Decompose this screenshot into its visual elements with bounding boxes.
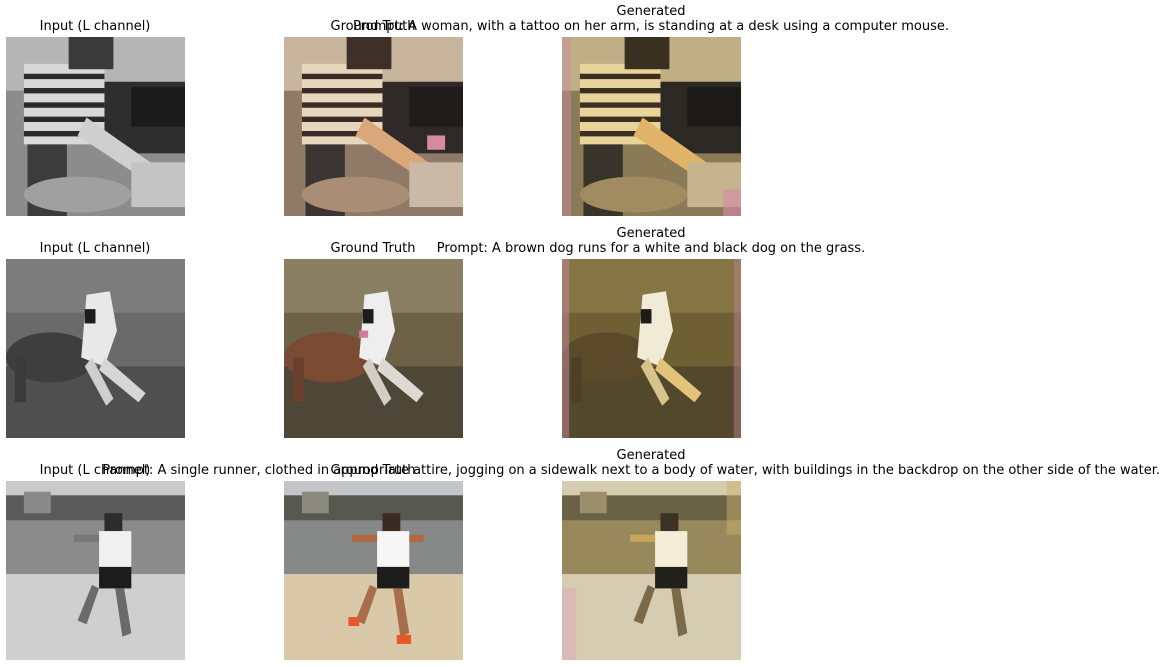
input-image-woman bbox=[6, 37, 185, 216]
input-image-dogs bbox=[6, 259, 185, 438]
generated-title: Generated bbox=[616, 4, 686, 19]
ground-truth-image-woman bbox=[284, 37, 463, 216]
ground-truth-title: Ground Truth bbox=[330, 241, 416, 256]
generated-title: Generated bbox=[616, 448, 686, 463]
ground-truth-title: Ground Truth bbox=[330, 463, 416, 478]
ground-truth-title: Ground Truth bbox=[330, 19, 416, 34]
generated-image-woman bbox=[562, 37, 741, 216]
input-title: Input (L channel) bbox=[39, 463, 151, 478]
ground-truth-image-dogs bbox=[284, 259, 463, 438]
generated-image-runner bbox=[562, 481, 741, 660]
generated-image-dogs bbox=[562, 259, 741, 438]
ground-truth-image-runner bbox=[284, 481, 463, 660]
generated-title: Generated bbox=[616, 226, 686, 241]
prompt-caption: Prompt: A single runner, clothed in appr… bbox=[102, 463, 1160, 478]
prompt-caption: Prompt: A woman, with a tattoo on her ar… bbox=[352, 19, 950, 34]
input-title: Input (L channel) bbox=[39, 241, 151, 256]
prompt-caption: Prompt: A brown dog runs for a white and… bbox=[436, 241, 866, 256]
input-image-runner bbox=[6, 481, 185, 660]
input-title: Input (L channel) bbox=[39, 19, 151, 34]
